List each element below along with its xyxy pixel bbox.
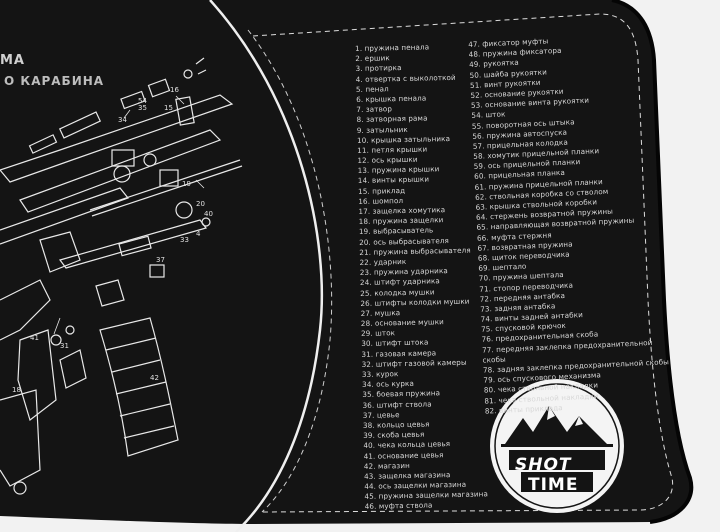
callout-33: 33 [180,236,189,244]
callout-34: 34 [118,116,127,124]
callout-40: 40 [204,210,213,218]
callout-42: 42 [150,374,159,382]
shot-time-logo [490,379,624,513]
exploded-diagram [0,57,243,495]
logo-word-time: TIME [528,475,579,495]
logo-word-shot: SHOT [515,455,572,475]
callout-15: 15 [164,104,173,112]
mat-title: МА [0,53,25,68]
callout-41: 41 [30,334,39,342]
callout-numbers: 34 35 54 16 15 19 20 40 41 37 33 4 18 42… [12,86,213,394]
diagram-arc-dashed [247,29,333,513]
callout-16: 16 [170,86,179,94]
stitch-line-outer [252,13,674,513]
callout-4: 4 [196,230,201,238]
mat-edge-shadow [611,0,694,524]
callout-19: 19 [182,180,191,188]
callout-54: 54 [138,97,147,105]
callout-20: 20 [196,200,205,208]
mat-subtitle: О КАРАБИНА [4,74,105,88]
callout-37: 37 [156,256,165,264]
callout-35: 35 [138,104,147,112]
callout-18: 18 [12,386,21,394]
callout-31: 31 [60,342,69,350]
diagram-arc [209,0,324,532]
